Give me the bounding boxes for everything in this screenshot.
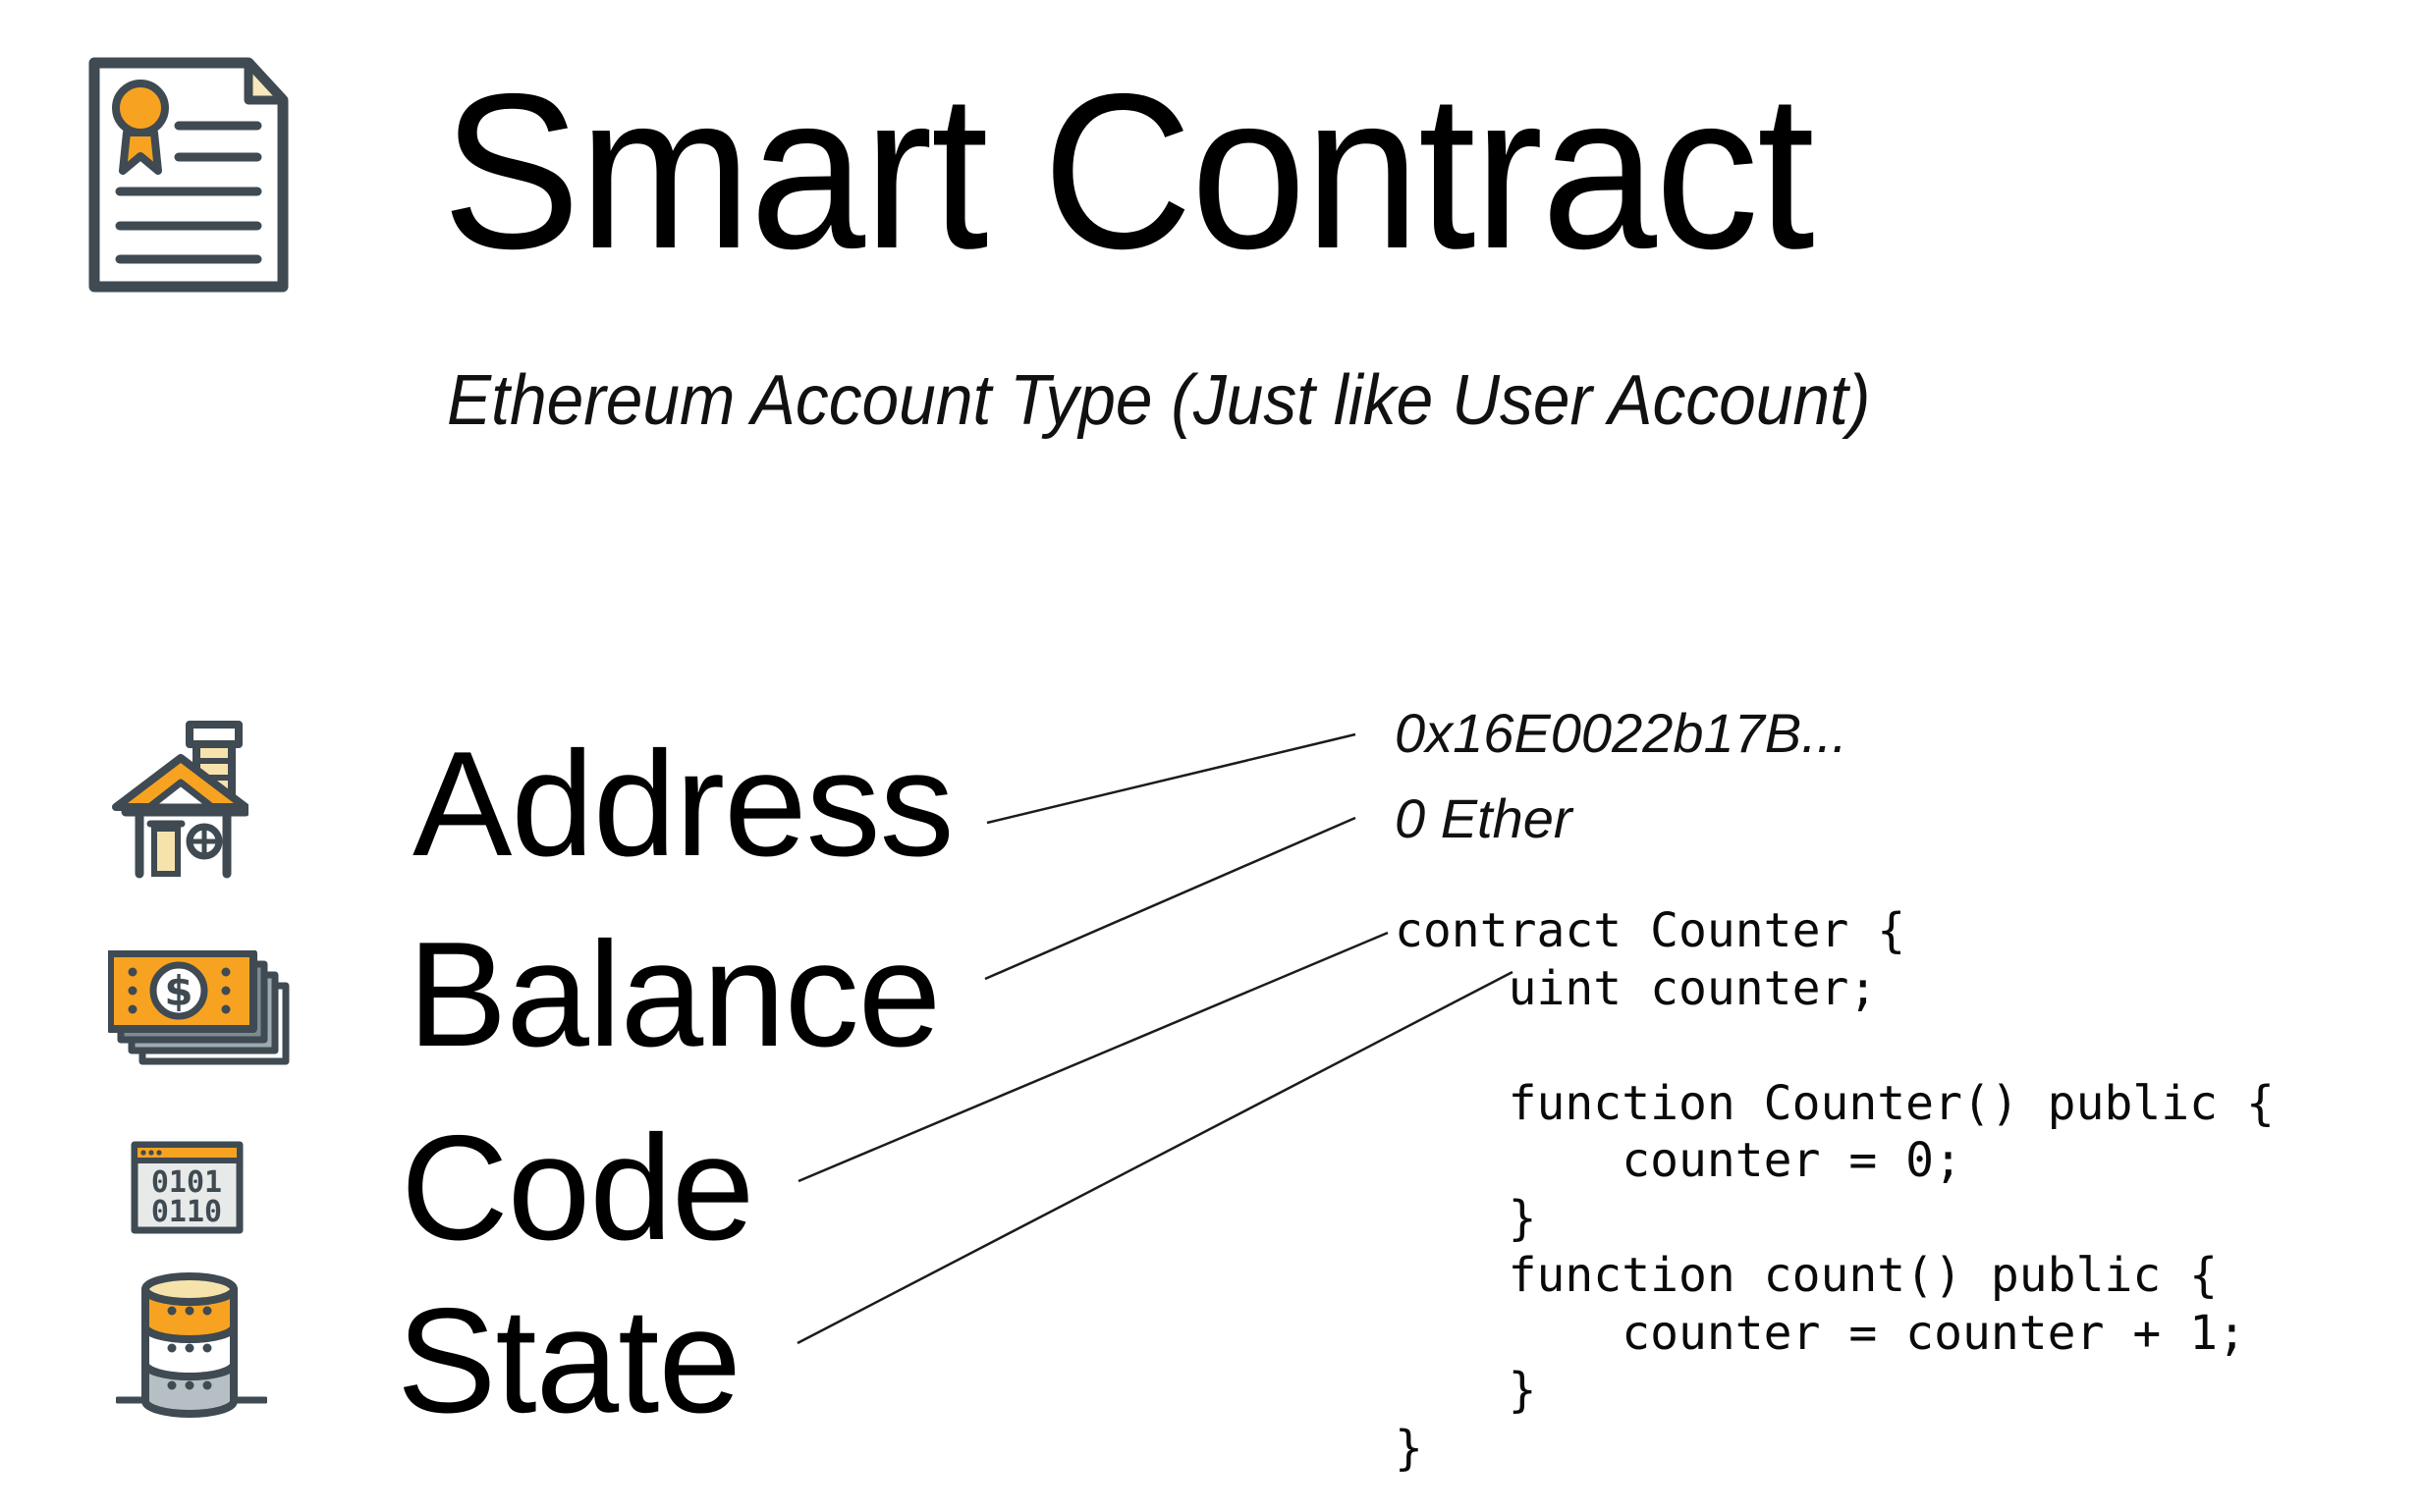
money-stack-icon: $ [106, 949, 290, 1066]
connector-code-line [798, 931, 1389, 1183]
connector-address-line [986, 732, 1356, 825]
dollar-sign: $ [164, 967, 192, 1015]
certificate-document-icon [88, 49, 290, 299]
balance-value: 0 Ether [1395, 787, 1572, 849]
label-balance: Balance [408, 911, 941, 1078]
slide-title: Smart Contract [442, 47, 1815, 295]
connector-state-line [797, 970, 1513, 1345]
label-state: State [397, 1277, 742, 1444]
address-value: 0x16E0022b17B... [1395, 702, 1847, 764]
label-code: Code [401, 1105, 754, 1271]
slide-subtitle: Ethereum Account Type (Just like User Ac… [447, 361, 1871, 440]
house-icon [111, 717, 250, 882]
binary-window-icon: 0101 0110 [131, 1141, 244, 1234]
binary-row-2: 0110 [151, 1195, 222, 1229]
binary-row-1: 0101 [151, 1165, 222, 1200]
connector-balance-line [984, 816, 1356, 981]
label-address: Address [412, 721, 955, 888]
database-icon [114, 1271, 269, 1419]
solidity-code-block: contract Counter { uint counter; functio… [1395, 903, 2275, 1476]
